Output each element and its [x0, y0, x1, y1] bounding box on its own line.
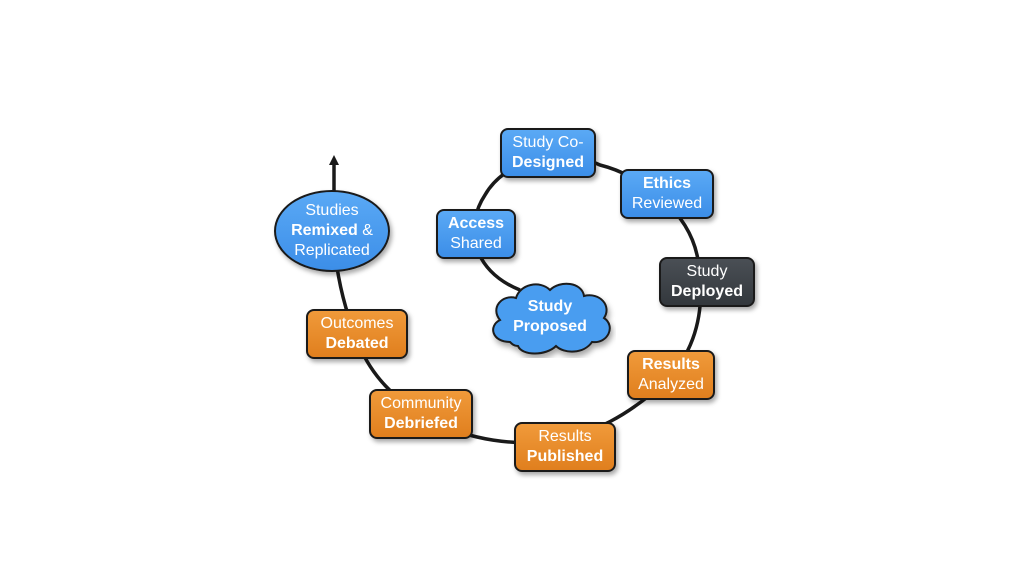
- study-codesigned-node: Study Co- Designed: [500, 128, 596, 178]
- outcomes-debated-line2: Debated: [325, 335, 389, 352]
- ethics-reviewed-line1: Ethics: [642, 175, 691, 192]
- study-deployed-line1: Study: [686, 263, 728, 280]
- outcomes-debated-line1: Outcomes: [320, 315, 394, 332]
- results-analyzed-line2: Analyzed: [638, 376, 704, 393]
- community-debriefed-line2: Debriefed: [384, 415, 458, 432]
- community-debriefed-line1: Community: [380, 395, 462, 412]
- results-analyzed-node: Results Analyzed: [627, 350, 715, 400]
- ethics-reviewed-node: Ethics Reviewed: [620, 169, 714, 219]
- access-shared-line2: Shared: [450, 235, 502, 252]
- access-shared-line1: Access: [447, 215, 505, 232]
- study-proposed-line2: Proposed: [513, 318, 587, 335]
- results-published-node: Results Published: [514, 422, 616, 472]
- study-proposed-cloud-shape: [492, 282, 611, 355]
- study-proposed-node: Study Proposed: [484, 276, 616, 358]
- study-deployed-node: Study Deployed: [659, 257, 755, 307]
- studies-remixed-line2-bold: Remixed: [291, 222, 358, 239]
- ethics-reviewed-line2: Reviewed: [631, 195, 703, 212]
- studies-remixed-line2-amp: &: [357, 222, 373, 239]
- results-analyzed-line1: Results: [642, 356, 700, 373]
- study-codesigned-line1: Study Co-: [512, 134, 584, 151]
- results-published-line2: Published: [526, 448, 604, 465]
- studies-remixed-line3: Replicated: [294, 242, 370, 259]
- studies-remixed-line1: Studies: [305, 202, 359, 219]
- study-deployed-line2: Deployed: [670, 283, 743, 300]
- access-shared-node: Access Shared: [436, 209, 516, 259]
- studies-remixed-node: Studies Remixed & Replicated: [274, 190, 390, 272]
- results-published-line1: Results: [538, 428, 592, 445]
- study-proposed-line1: Study: [527, 298, 573, 315]
- study-codesigned-line2: Designed: [511, 154, 584, 171]
- community-debriefed-node: Community Debriefed: [369, 389, 473, 439]
- outcomes-debated-node: Outcomes Debated: [306, 309, 408, 359]
- studies-remixed-line2: Remixed &: [291, 221, 373, 241]
